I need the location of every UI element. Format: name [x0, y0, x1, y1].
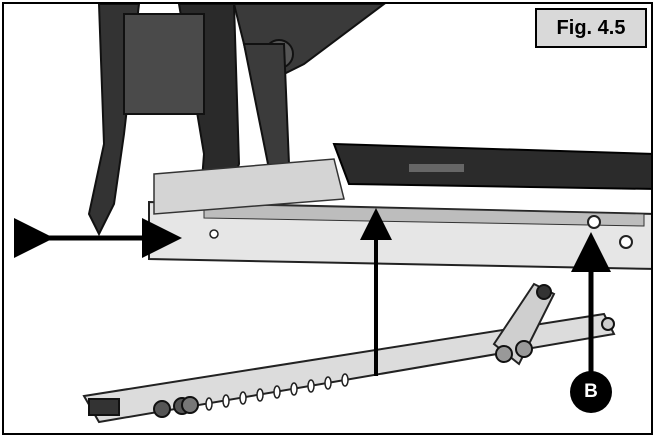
figure-label: Fig. 4.5: [535, 8, 647, 48]
adjustment-holes: [205, 373, 349, 411]
seat-plate: [332, 142, 651, 190]
bar-end-fitting: [88, 398, 120, 416]
mechanism-illustration: [14, 4, 651, 424]
figure-frame: Fig. 4.5 B: [2, 2, 653, 435]
cylinder-block: [123, 13, 205, 115]
right-linkage: [242, 43, 291, 171]
callout-b: B: [570, 371, 612, 413]
